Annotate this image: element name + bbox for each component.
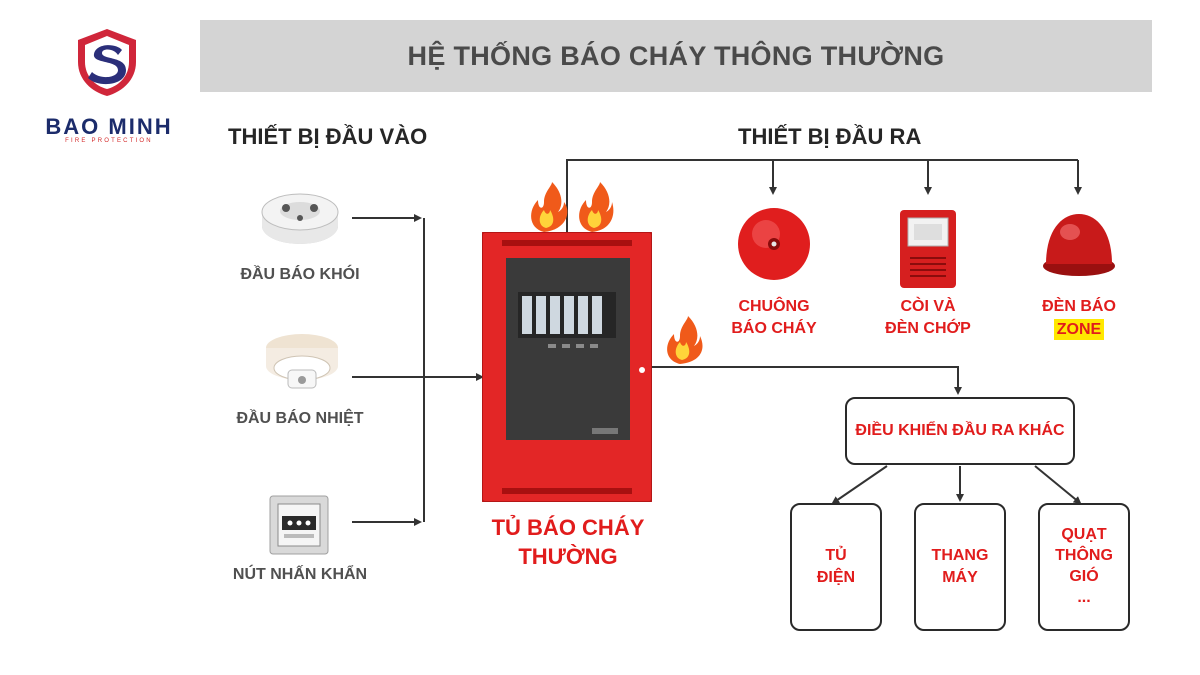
- zone-beacon-label-line1: ĐÈN BÁO: [1042, 298, 1116, 315]
- ventilation-fan-line3: GIÓ: [1069, 568, 1099, 585]
- ventilation-fan-line1: QUẠT: [1061, 526, 1107, 544]
- brand-logo-icon: [78, 29, 136, 96]
- page-title: HỆ THỐNG BÁO CHÁY THÔNG THƯỜNG: [407, 40, 945, 71]
- other-outputs-label: ĐIỀU KHIỂN ĐẦU RA KHÁC: [855, 422, 1065, 439]
- panel-label-line2: THƯỜNG: [518, 543, 618, 569]
- electrical-cabinet-line2: ĐIỆN: [816, 569, 856, 586]
- horn-strobe-label-line2: ĐÈN CHỚP: [885, 319, 971, 337]
- panel-label: TỦ BÁO CHÁY THƯỜNG: [458, 514, 678, 571]
- ventilation-fan-line2: THÔNG: [1055, 547, 1113, 565]
- flame-icon-small: [667, 316, 703, 364]
- elevator-line1: THANG: [931, 547, 989, 565]
- fire-bell-icon: [738, 208, 810, 280]
- smoke-detector-icon: [261, 193, 339, 244]
- horn-strobe-label-line1: CÒI VÀ: [900, 298, 956, 315]
- input-heading: THIẾT BỊ ĐẦU VÀO: [228, 124, 428, 149]
- heat-detector-icon: [266, 334, 338, 389]
- smoke-detector-label: ĐẦU BÁO KHÓI: [240, 266, 360, 283]
- manual-call-point-label: NÚT NHẤN KHẨN: [232, 566, 368, 583]
- zone-beacon-icon: [1043, 214, 1115, 276]
- manual-call-point-icon: [269, 495, 329, 555]
- flame-icon: [531, 182, 614, 232]
- electrical-cabinet-box: TỦ ĐIỆN: [790, 503, 882, 631]
- bell-label: CHUÔNG BÁO CHÁY: [718, 296, 830, 339]
- heat-detector-label: ĐẦU BÁO NHIỆT: [236, 410, 364, 427]
- bell-label-line2: BÁO CHÁY: [731, 319, 817, 337]
- horn-strobe-label: CÒI VÀ ĐÈN CHỚP: [870, 296, 986, 339]
- elevator-box: THANG MÁY: [914, 503, 1006, 631]
- horn-strobe-icon: [900, 210, 956, 288]
- other-outputs-box: ĐIỀU KHIỂN ĐẦU RA KHÁC: [845, 397, 1075, 465]
- ventilation-fan-box: QUẠT THÔNG GIÓ ...: [1038, 503, 1130, 631]
- electrical-cabinet-line1: TỦ: [825, 547, 847, 565]
- ventilation-fan-line4: ...: [1077, 588, 1091, 606]
- zone-highlight: ZONE: [1053, 318, 1105, 341]
- brand-name: BAO MINH: [45, 114, 173, 139]
- zone-beacon-label: ĐÈN BÁO ZONE: [1018, 296, 1140, 341]
- title-banner: HỆ THỐNG BÁO CHÁY THÔNG THƯỜNG: [200, 20, 1152, 92]
- brand-tagline: FIRE PROTECTION: [65, 138, 153, 144]
- fire-alarm-panel-icon: [482, 232, 652, 502]
- bell-label-line1: CHUÔNG: [738, 298, 810, 315]
- output-heading: THIẾT BỊ ĐẦU RA: [738, 124, 922, 149]
- elevator-line2: MÁY: [942, 569, 978, 586]
- panel-label-line1: TỦ BÁO CHÁY: [491, 515, 645, 540]
